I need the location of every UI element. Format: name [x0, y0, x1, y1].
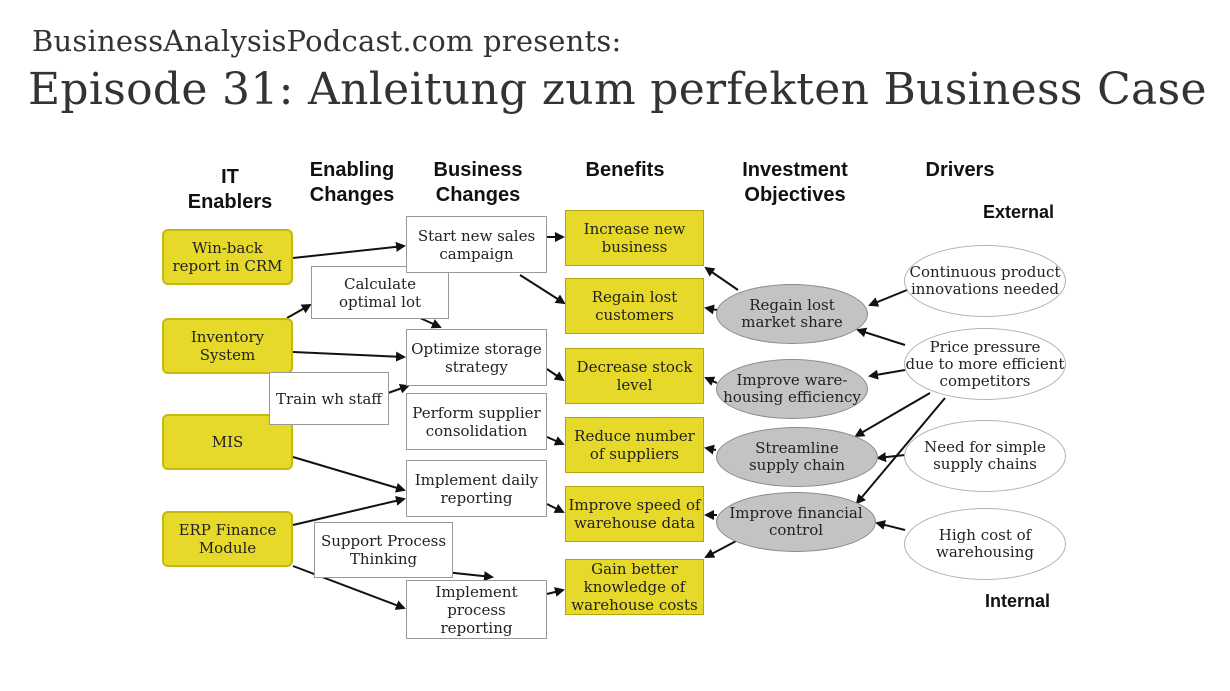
driver-simple-supply-chains: Need for simple supply chains: [904, 420, 1066, 492]
enabling-change-calculate-lot: Calculate optimal lot: [311, 266, 449, 319]
it-enabler-inventory: Inventory System: [162, 318, 293, 374]
business-change-process-reporting: Implement process reporting: [406, 580, 547, 639]
business-change-sales-campaign: Start new sales campaign: [406, 216, 547, 273]
driver-price-pressure: Price pressure due to more efficient com…: [904, 328, 1066, 400]
business-change-supplier-consolidation: Perform supplier consolidation: [406, 393, 547, 450]
col-benefits: Benefits: [585, 159, 665, 181]
driver-warehousing-cost: High cost of warehousing: [904, 508, 1066, 580]
benefit-new-business: Increase new business: [565, 210, 704, 266]
objective-market-share: Regain lost market share: [716, 284, 868, 344]
benefit-stock-level: Decrease stock level: [565, 348, 704, 404]
enabling-change-support-process: Support Process Thinking: [314, 522, 453, 578]
driver-product-innovation: Continuous product innovations needed: [904, 245, 1066, 317]
business-change-storage-strategy: Optimize storage strategy: [406, 329, 547, 386]
presenter-line: BusinessAnalysisPodcast.com presents:: [32, 24, 622, 58]
it-enabler-erp: ERP Finance Module: [162, 511, 293, 567]
objective-supply-chain: Streamline supply chain: [716, 427, 878, 487]
col-investment-objectives: Investment Objectives: [742, 159, 848, 206]
col-drivers: Drivers: [925, 159, 995, 181]
objective-financial-control: Improve financial control: [716, 492, 876, 552]
it-enabler-crm: Win-back report in CRM: [162, 229, 293, 285]
col-business-changes: Business Changes: [433, 159, 523, 206]
benefit-regain-customers: Regain lost customers: [565, 278, 704, 334]
benefit-warehouse-data-speed: Improve speed of warehouse data: [565, 486, 704, 542]
internal-label: Internal: [985, 591, 1051, 611]
enabling-change-train-staff: Train wh staff: [269, 372, 389, 425]
episode-title: Episode 31: Anleitung zum perfekten Busi…: [28, 64, 1207, 115]
external-label: External: [983, 202, 1055, 222]
objective-warehousing-efficiency: Improve ware- housing efficiency: [716, 359, 868, 419]
col-it-enablers: IT Enablers: [187, 166, 273, 213]
benefit-warehouse-cost-knowledge: Gain better knowledge of warehouse costs: [565, 559, 704, 615]
business-change-daily-reporting: Implement daily reporting: [406, 460, 547, 517]
benefit-fewer-suppliers: Reduce number of suppliers: [565, 417, 704, 473]
col-enabling-changes: Enabling Changes: [309, 159, 395, 206]
